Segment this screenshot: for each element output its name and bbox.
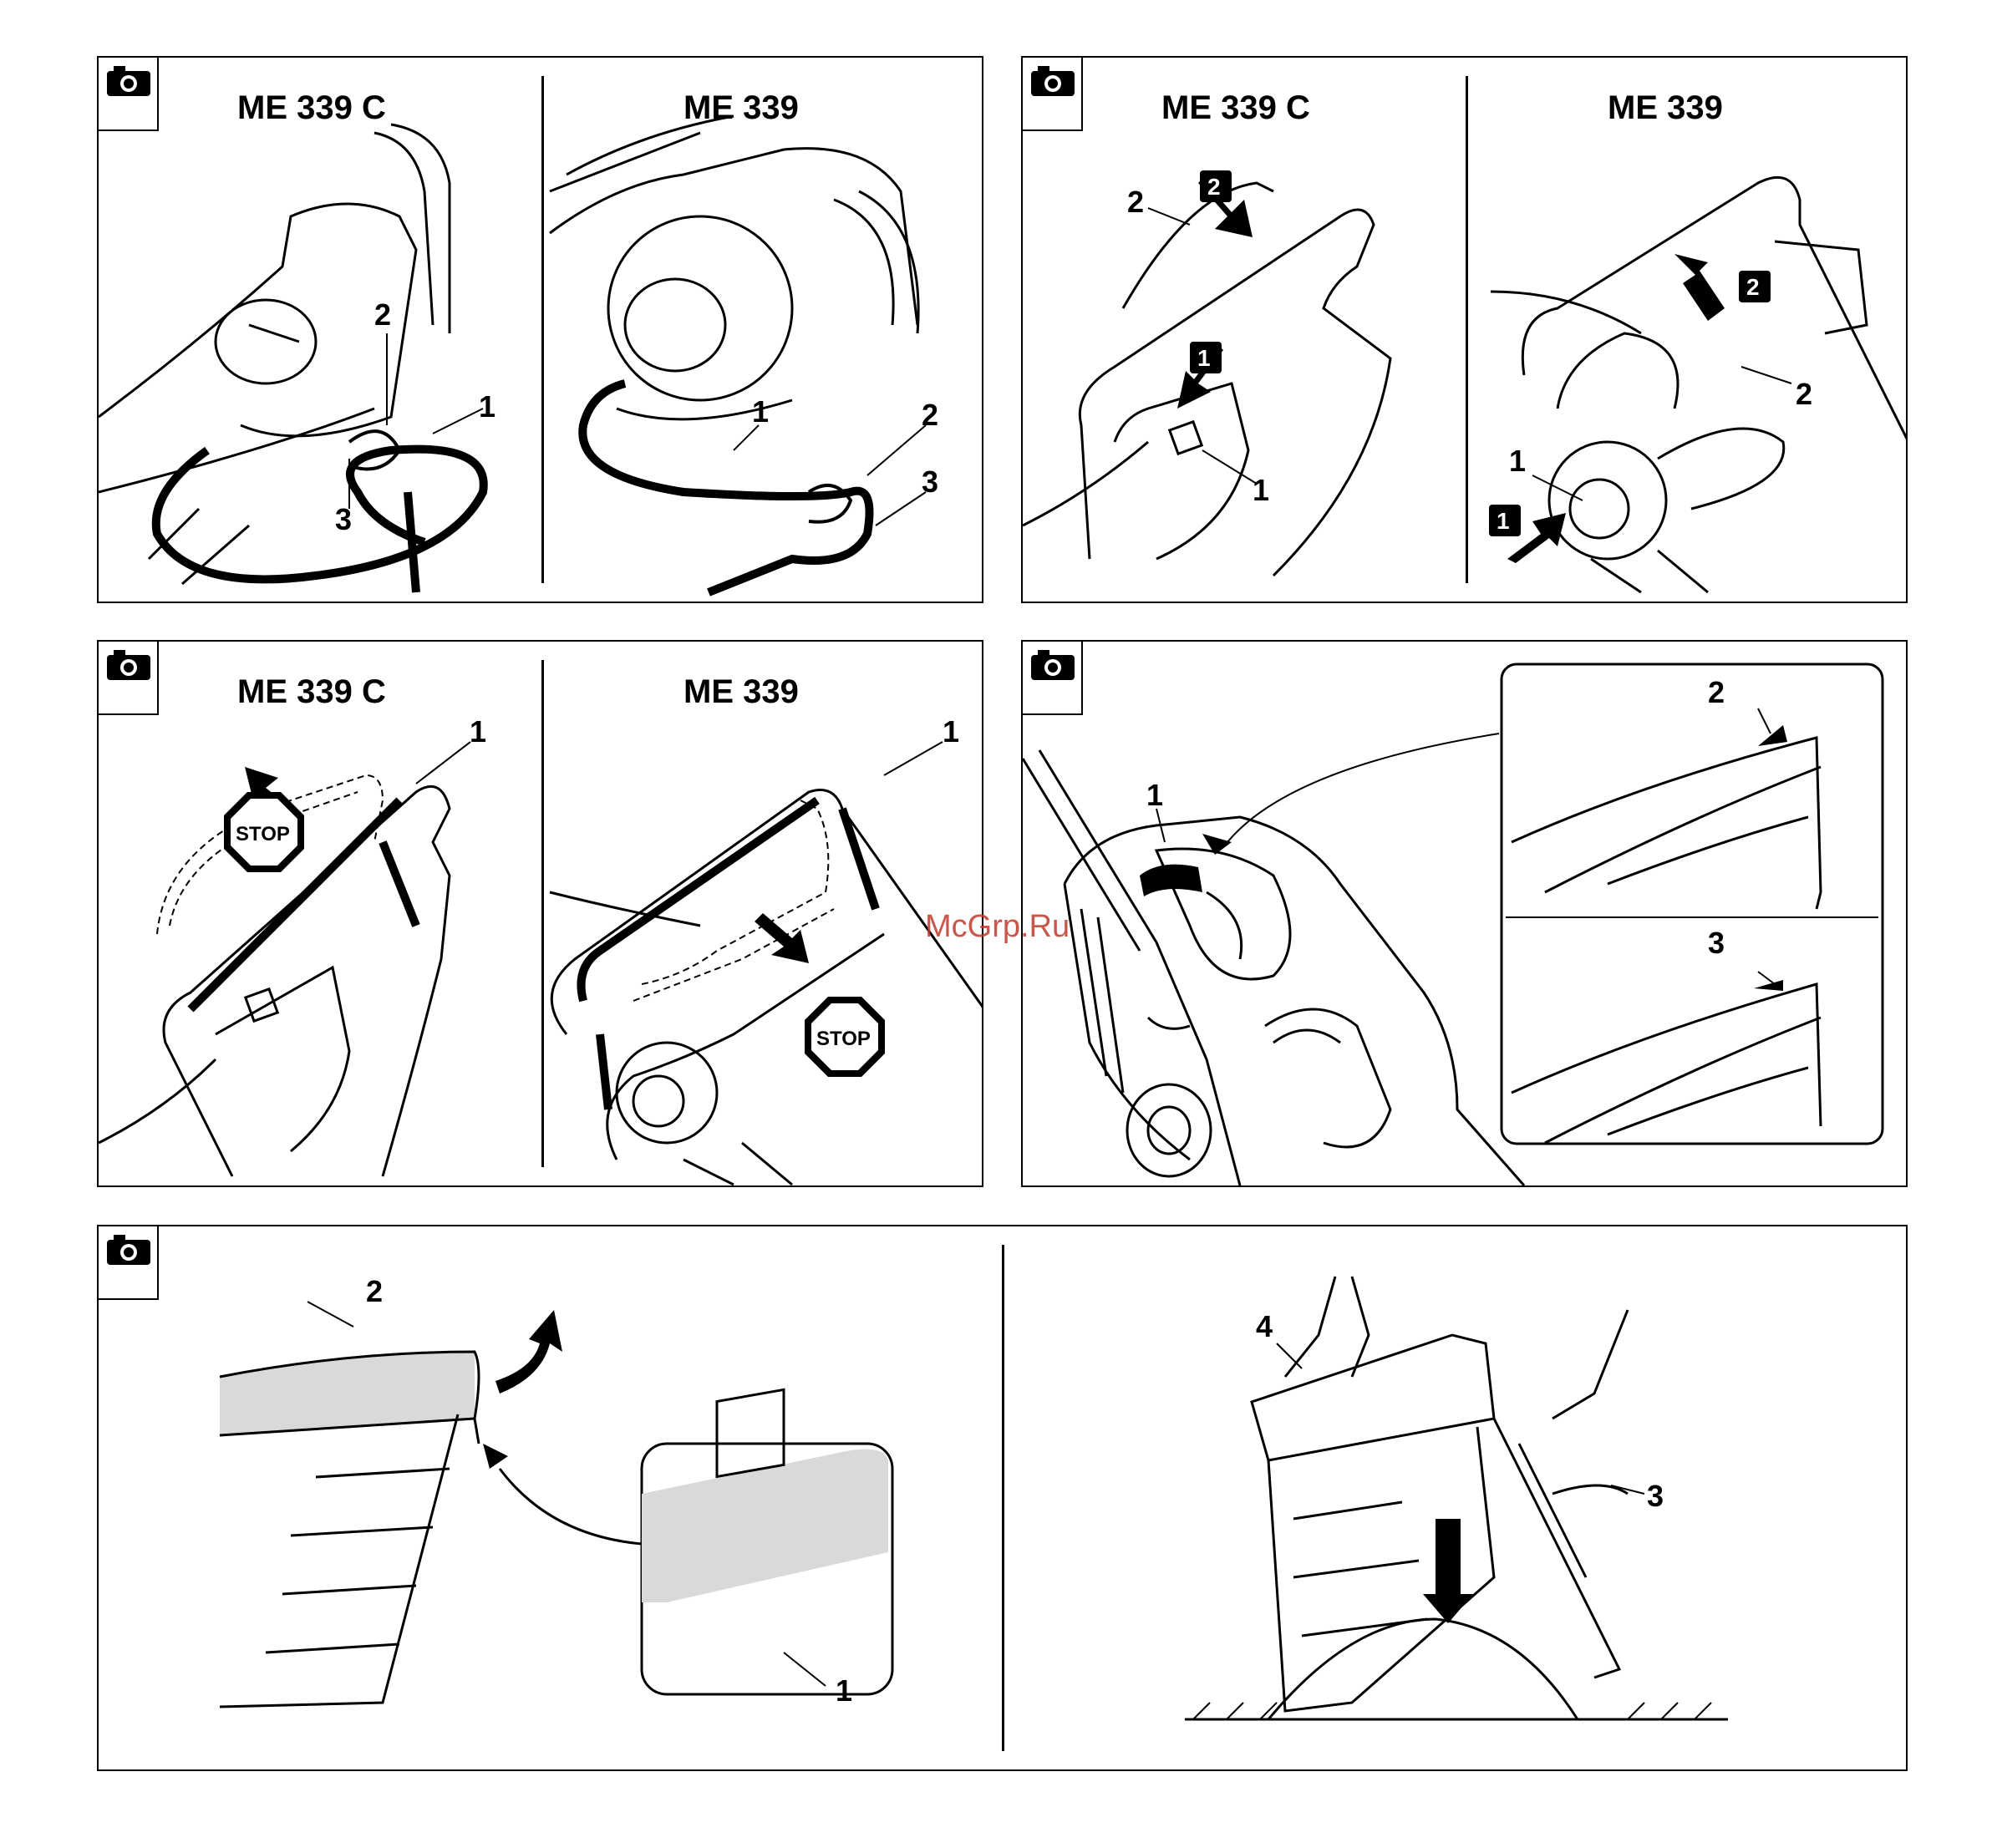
cable-strain-relief-drawing: 1 2 3 1 2 3 <box>99 58 982 602</box>
callout-label: 2 <box>922 398 938 432</box>
grass-catcher-empty-drawing: 2 1 4 3 <box>99 1226 1906 1769</box>
callout-label: 2 <box>1708 675 1725 709</box>
callout-label: 1 <box>943 714 959 749</box>
callout-label: 3 <box>1647 1479 1664 1513</box>
figure-panel-5: 2 1 4 3 <box>97 1225 1908 1771</box>
step-badge: 2 <box>1746 274 1760 300</box>
callout-label: 2 <box>366 1274 383 1308</box>
figure-panel-2: ME 339 C ME 339 <box>1021 56 1908 603</box>
callout-label: 3 <box>922 465 938 499</box>
callout-label: 2 <box>374 297 391 332</box>
callout-label: 2 <box>1796 377 1812 411</box>
grass-catcher-level-drawing: 1 2 3 <box>1023 642 1906 1185</box>
step-badge: 1 <box>1197 345 1211 371</box>
figure-panel-3: ME 339 C ME 339 <box>97 640 983 1187</box>
figure-panel-4: 1 2 3 <box>1021 640 1908 1187</box>
step-badge: 2 <box>1207 174 1221 200</box>
callout-label: 1 <box>1146 778 1163 812</box>
callout-label: 1 <box>836 1673 852 1708</box>
callout-label: 1 <box>1253 473 1269 507</box>
callout-label: 3 <box>335 502 352 536</box>
watermark: McGrp.Ru <box>925 909 1070 945</box>
callout-label: 1 <box>470 714 486 749</box>
callout-label: 2 <box>1127 185 1144 219</box>
callout-label: 1 <box>752 394 769 429</box>
stop-sign-text: STOP <box>816 1028 871 1050</box>
callout-label: 1 <box>1509 444 1526 478</box>
switch-start-drawing: 2 1 2 1 2 1 2 1 <box>1023 58 1906 602</box>
stop-switch-drawing: STOP STOP 1 1 <box>99 642 982 1185</box>
stop-sign-text: STOP <box>236 823 290 845</box>
figure-panel-1: ME 339 C ME 339 <box>97 56 983 603</box>
callout-label: 1 <box>479 389 495 424</box>
callout-label: 4 <box>1256 1309 1273 1343</box>
callout-label: 3 <box>1708 926 1725 960</box>
step-badge: 1 <box>1497 508 1510 534</box>
